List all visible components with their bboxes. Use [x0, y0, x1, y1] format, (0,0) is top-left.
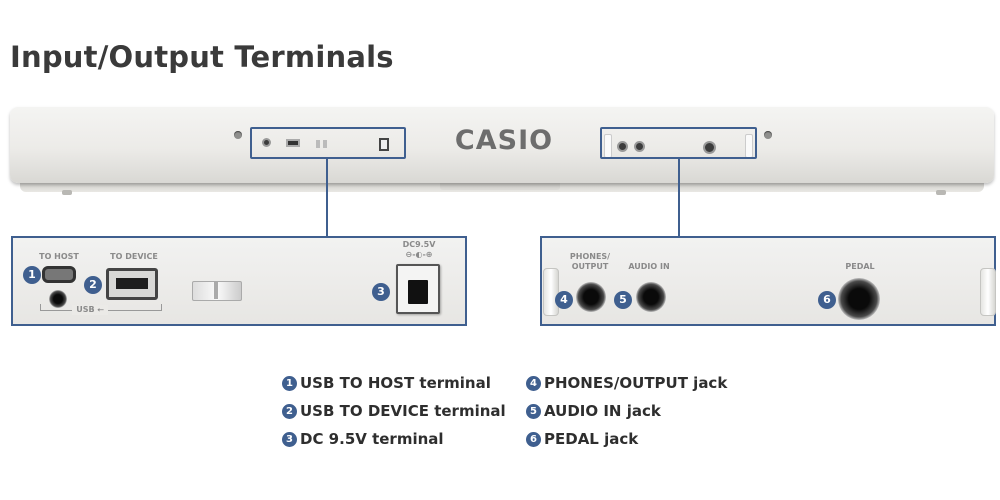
- usb-port-slot: [116, 278, 148, 289]
- legend-item-audio-in: 5 AUDIO IN jack: [526, 402, 661, 420]
- callout-number-6: 6: [818, 291, 836, 309]
- legend-item-dc: 3 DC 9.5V terminal: [282, 430, 444, 448]
- usb-to-device-port: [106, 268, 158, 300]
- side-tab-left: [543, 268, 559, 316]
- mini-pedal-jack-icon: [703, 141, 716, 154]
- legend-item-pedal: 6 PEDAL jack: [526, 430, 638, 448]
- legend-item-usb-to-host: 1 USB TO HOST terminal: [282, 374, 491, 392]
- side-tab-right: [980, 268, 996, 316]
- callout-number-4: 4: [555, 291, 573, 309]
- keyboard-rear-panel: [10, 107, 994, 183]
- legend-number: 3: [282, 431, 297, 447]
- legend-number: 2: [282, 403, 297, 419]
- mini-usb-port-icon: [286, 139, 300, 147]
- legend-item-usb-to-device: 2 USB TO DEVICE terminal: [282, 402, 506, 420]
- right-terminal-detail: [540, 236, 996, 326]
- legend-text: PEDAL jack: [544, 430, 639, 448]
- callout-number-5: 5: [614, 291, 632, 309]
- legend-number: 5: [526, 403, 541, 419]
- usb-to-host-port: [42, 266, 76, 283]
- legend-text: PHONES/OUTPUT jack: [544, 374, 728, 392]
- callout-line-right: [678, 159, 680, 237]
- legend-number: 1: [282, 375, 297, 391]
- phones-output-jack: [576, 282, 606, 312]
- to-host-label: TO HOST: [39, 252, 79, 261]
- keyboard-foot-left: [62, 190, 72, 195]
- page-title: Input/Output Terminals: [10, 40, 394, 74]
- phones-label-line1: PHONES/: [569, 252, 611, 261]
- dc-label: DC9.5V: [402, 240, 436, 249]
- small-jack-icon: [49, 290, 67, 308]
- right-terminal-highlight: [600, 127, 757, 159]
- pedal-jack: [838, 278, 880, 320]
- legend-number: 6: [526, 431, 541, 447]
- pedal-label: PEDAL: [845, 262, 875, 271]
- to-device-label: TO DEVICE: [110, 252, 158, 261]
- phones-label-line2: OUTPUT: [571, 262, 609, 271]
- mini-switch-icon: [323, 140, 327, 148]
- mini-phones-jack-icon: [617, 141, 628, 152]
- mini-micro-usb-icon: [262, 138, 271, 147]
- callout-number-1: 1: [23, 266, 41, 284]
- usb-icon: ⭠: [97, 305, 104, 314]
- switch-divider: [214, 281, 218, 299]
- audio-in-jack: [636, 282, 666, 312]
- callout-number-2: 2: [84, 276, 102, 294]
- mini-audio-in-jack-icon: [634, 141, 645, 152]
- usb-label: USB ⭠: [72, 305, 108, 315]
- legend-text: USB TO DEVICE terminal: [300, 402, 506, 420]
- legend-item-phones: 4 PHONES/OUTPUT jack: [526, 374, 727, 392]
- screw-icon: [234, 131, 242, 139]
- keyboard-foot-right: [936, 190, 946, 195]
- left-terminal-highlight: [250, 127, 406, 159]
- dc-terminal-hole: [408, 280, 428, 304]
- mini-switch-icon: [316, 140, 320, 148]
- brand-logo: CASIO: [454, 125, 554, 156]
- legend-number: 4: [526, 375, 541, 391]
- screw-icon: [764, 131, 772, 139]
- legend-text: USB TO HOST terminal: [300, 374, 491, 392]
- legend-text: AUDIO IN jack: [544, 402, 661, 420]
- dc-polarity-icon: ⊖-◐-⊕: [405, 250, 433, 259]
- audio-in-label: AUDIO IN: [628, 262, 670, 271]
- callout-line-left: [326, 159, 328, 237]
- legend-text: DC 9.5V terminal: [300, 430, 444, 448]
- keyboard-foot: [440, 180, 560, 190]
- mini-dc-jack-icon: [379, 138, 389, 151]
- callout-number-3: 3: [372, 283, 390, 301]
